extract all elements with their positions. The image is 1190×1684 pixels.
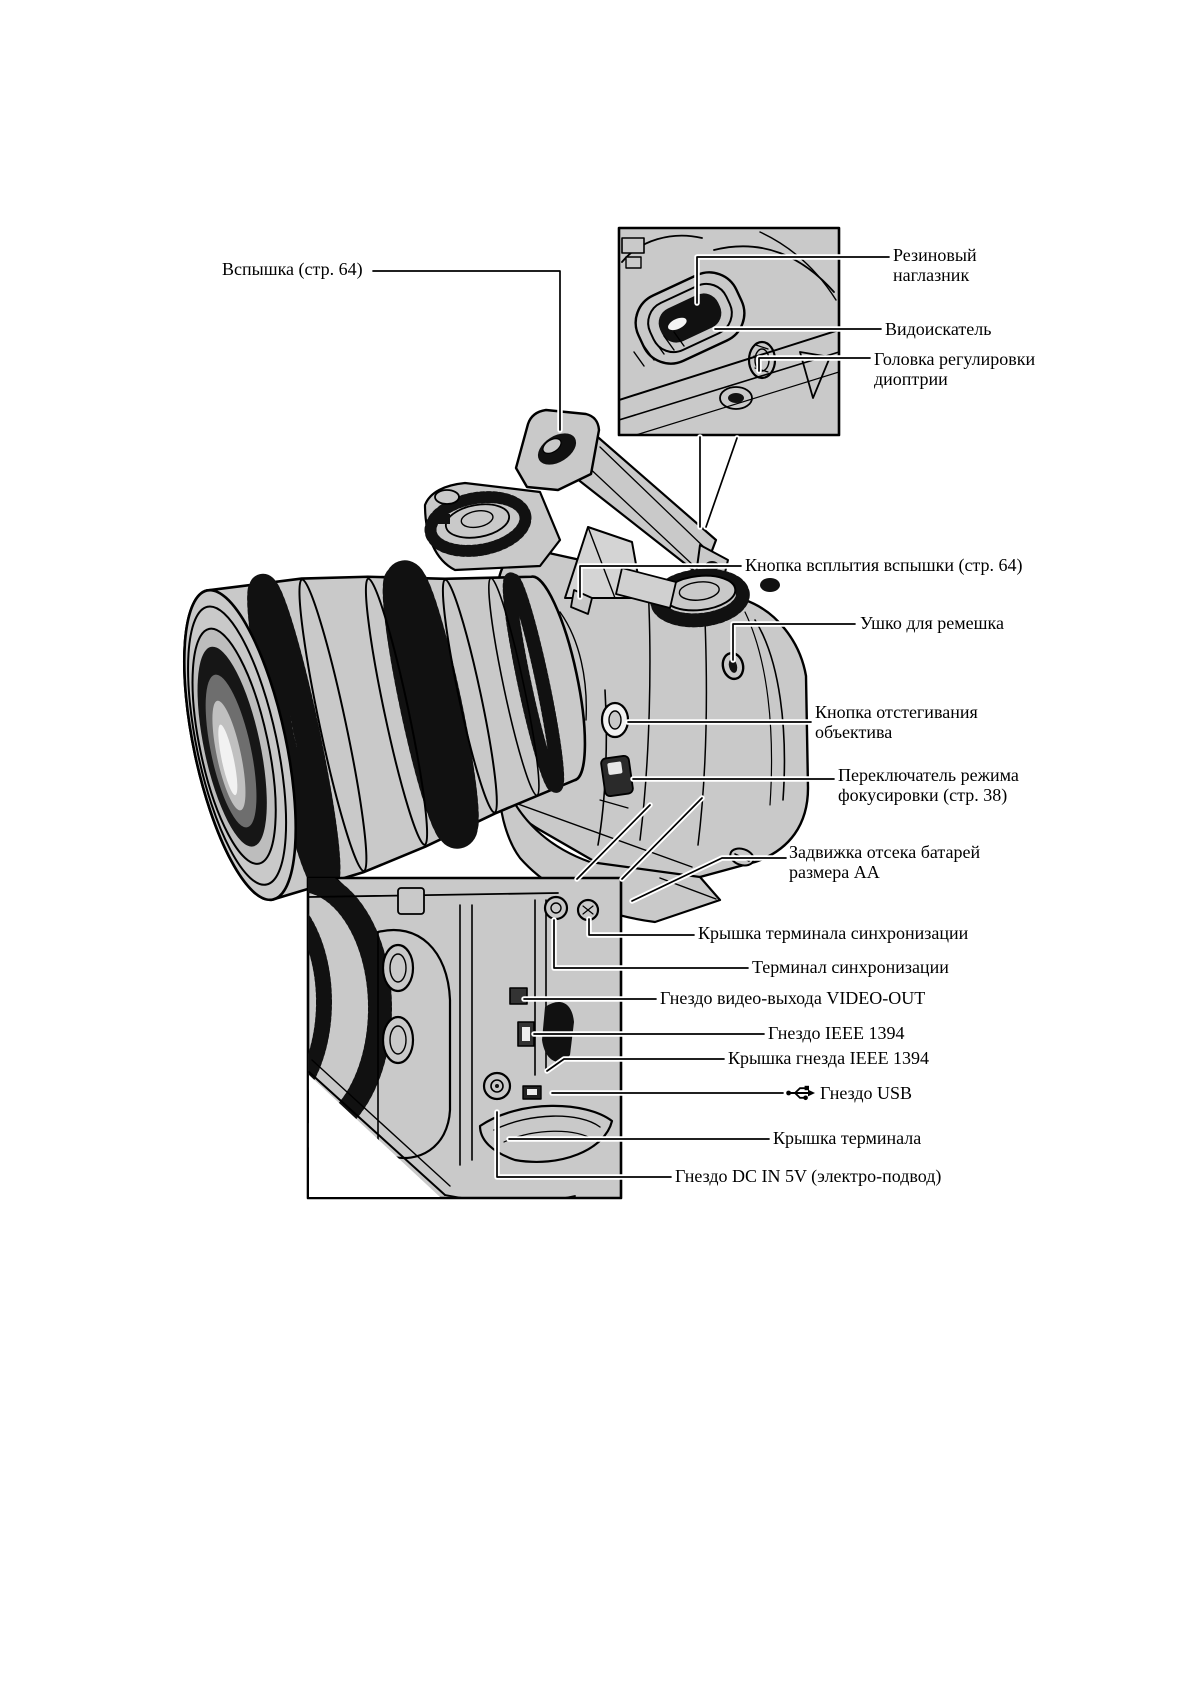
label-ieee1394: Гнездо IEEE 1394 [768, 1023, 905, 1043]
label-dc-in: Гнездо DC IN 5V (электро-подвод) [675, 1166, 941, 1186]
inset-connector-bottom-2 [576, 804, 651, 880]
label-focus-mode-switch: Переключатель режима фокусировки (стр. 3… [838, 765, 1019, 805]
label-battery-latch-line1: Задвижка отсека батарей [789, 842, 981, 862]
label-rubber-eyecup-line1: Резиновый [893, 245, 977, 265]
label-flash-text: Вспышка (стр. 64) [222, 259, 363, 279]
label-ieee1394-cover: Крышка гнезда IEEE 1394 [728, 1048, 929, 1068]
label-flash-popup-button: Кнопка всплытия вспышки (стр. 64) [745, 555, 1023, 575]
label-diopter-line2: диоптрии [874, 369, 948, 389]
label-strap-eyelet-text: Ушко для ремешка [860, 613, 1004, 633]
label-video-out: Гнездо видео-выхода VIDEO-OUT [660, 988, 925, 1008]
label-viewfinder: Видоискатель [885, 319, 991, 339]
inset-terminals-detail [306, 876, 623, 1200]
label-usb-text: Гнездо USB [820, 1083, 913, 1103]
callout-line-sync-cover [588, 918, 695, 936]
label-battery-latch: Задвижка отсека батарей размера AA [789, 842, 980, 882]
label-viewfinder-text: Видоискатель [885, 319, 992, 339]
label-lens-release-button: Кнопка отстегивания объектива [815, 702, 978, 742]
label-ieee1394-text: Гнездо IEEE 1394 [768, 1023, 905, 1043]
inset-connector-bottom-1 [621, 797, 703, 880]
label-terminal-cover-text: Крышка терминала [773, 1128, 922, 1148]
label-sync-terminal-text: Терминал синхронизации [752, 957, 949, 977]
label-lens-release-line2: объектива [815, 722, 893, 742]
camera-illustration [182, 408, 810, 924]
callout-line-strap-eyelet [732, 623, 856, 661]
inset-connector-top-2 [705, 437, 738, 528]
label-strap-eyelet: Ушко для ремешка [860, 613, 1004, 633]
label-sync-terminal-cover-text: Крышка терминала синхронизации [698, 923, 969, 943]
usb-trident-icon [786, 1085, 815, 1101]
callout-line-battery-latch [631, 857, 787, 902]
label-lens-release-line1: Кнопка отстегивания [815, 702, 978, 722]
label-focus-mode-line2: фокусировки (стр. 38) [838, 785, 1008, 805]
callout-line-dc-in [496, 1111, 672, 1178]
callout-line-diopter [758, 357, 871, 372]
label-focus-mode-line1: Переключатель режима [838, 765, 1019, 785]
label-flash-popup-text: Кнопка всплытия вспышки (стр. 64) [745, 555, 1023, 575]
label-rubber-eyecup: Резиновый наглазник [893, 245, 977, 285]
callout-line-ieee1394-cover [546, 1058, 725, 1072]
callout-lines [370, 254, 892, 1180]
label-sync-terminal-cover: Крышка терминала синхронизации [698, 923, 968, 943]
label-battery-latch-line2: размера AA [789, 862, 880, 882]
label-dc-in-text: Гнездо DC IN 5V (электро-подвод) [675, 1166, 942, 1186]
label-diopter-line1: Головка регулировки [874, 349, 1036, 369]
callout-line-rubber-eyecup [696, 256, 890, 304]
callout-line-flash [372, 270, 561, 431]
label-flash: Вспышка (стр. 64) [222, 259, 363, 279]
label-usb: Гнездо USB [786, 1083, 912, 1103]
label-diopter-knob: Головка регулировки диоптрии [874, 349, 1035, 389]
label-terminal-cover: Крышка терминала [773, 1128, 921, 1148]
label-ieee1394-cover-text: Крышка гнезда IEEE 1394 [728, 1048, 930, 1068]
label-video-out-text: Гнездо видео-выхода VIDEO-OUT [660, 988, 926, 1008]
label-sync-terminal: Терминал синхронизации [752, 957, 949, 977]
callout-line-sync-terminal [553, 919, 749, 969]
label-rubber-eyecup-line2: наглазник [893, 265, 970, 285]
callout-line-flash-popup-button [579, 565, 742, 598]
